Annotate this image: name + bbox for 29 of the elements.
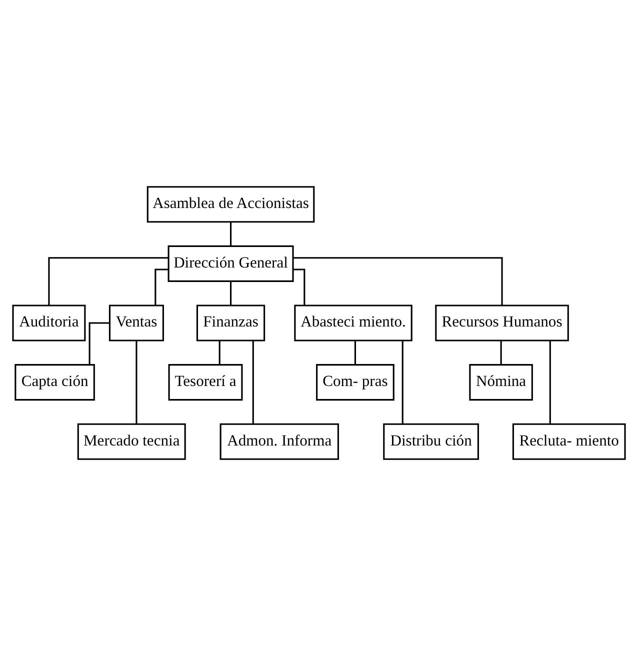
connector <box>402 340 404 424</box>
node-box: Com- pras <box>316 364 394 400</box>
node-box: Mercado tecnia <box>77 422 186 460</box>
connector <box>48 256 168 305</box>
connector <box>549 340 551 424</box>
connector <box>354 340 356 364</box>
node-box: Admon. Informa <box>220 422 339 460</box>
node-box: Auditoria <box>12 304 86 341</box>
node-box: Asamblea de Accionistas <box>146 186 315 222</box>
connector <box>252 340 254 424</box>
connector <box>293 268 306 305</box>
connector <box>154 268 169 305</box>
node-box: Finanzas <box>196 304 266 341</box>
node-box: Tesorerí a <box>168 364 243 400</box>
node-box: Distribu ción <box>383 422 479 460</box>
connector <box>230 280 232 305</box>
connector <box>293 256 503 305</box>
connector <box>136 340 138 424</box>
connector <box>500 340 502 364</box>
node-box: Nómina <box>469 364 533 400</box>
connector <box>230 222 232 246</box>
node-box: Recluta- miento <box>512 422 626 460</box>
connector <box>218 340 220 364</box>
node-box: Capta ción <box>14 364 95 400</box>
node-box: Ventas <box>108 304 164 341</box>
connector <box>88 322 110 364</box>
node-box: Dirección General <box>168 244 294 282</box>
node-box: Abasteci miento. <box>294 304 412 341</box>
node-box: Recursos Humanos <box>435 304 569 341</box>
